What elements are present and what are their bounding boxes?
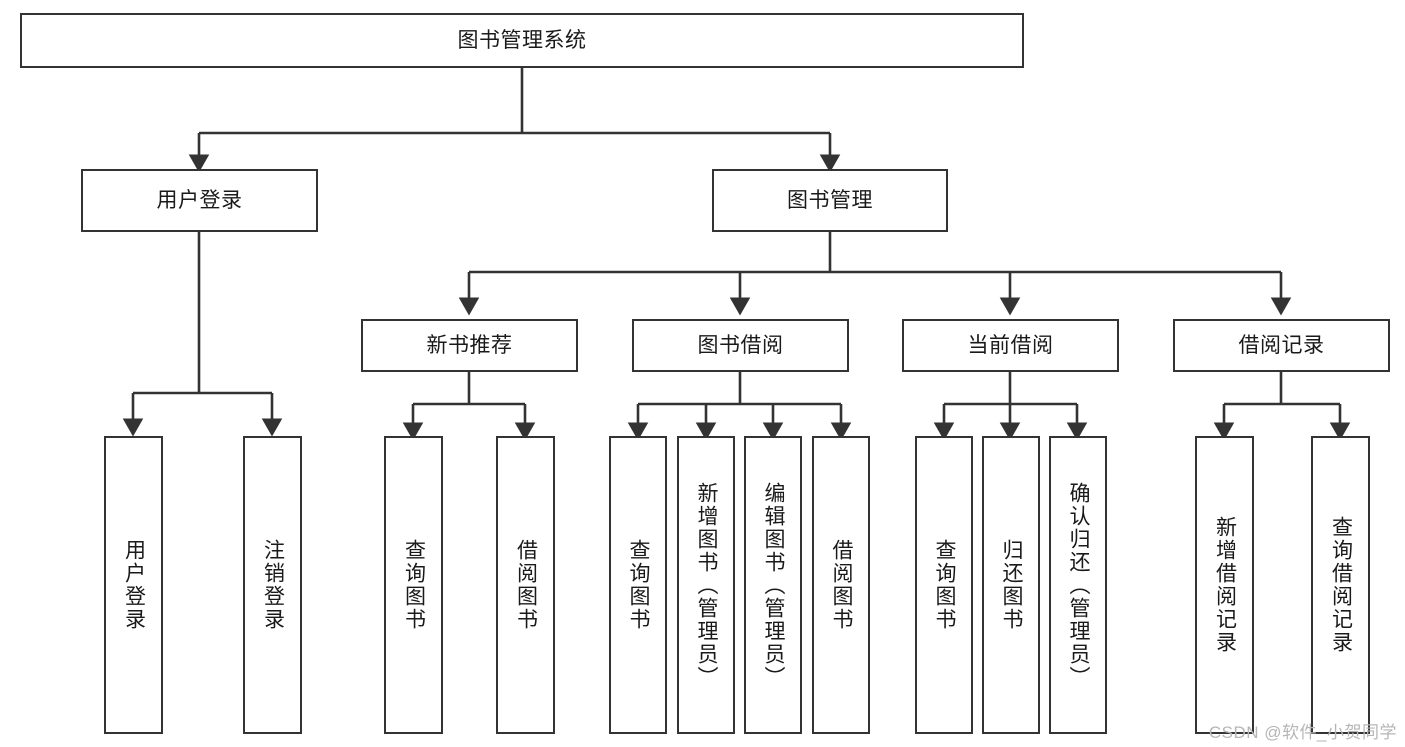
node-book-borrow[interactable]: 图书借阅: [632, 319, 849, 372]
node-label: 新书推荐: [426, 333, 513, 357]
node-label: 借阅图书: [830, 539, 854, 631]
node-leaf-borrow-book-recommend[interactable]: 借阅图书: [496, 436, 555, 734]
node-label: 当前借阅: [967, 333, 1054, 357]
node-leaf-confirm-return-admin[interactable]: 确认归还（管理员）: [1049, 436, 1107, 734]
node-leaf-return-book[interactable]: 归还图书: [982, 436, 1040, 734]
node-label: 注销登录: [261, 539, 285, 631]
node-label: 查询图书: [627, 539, 651, 631]
node-label: 用户登录: [122, 539, 146, 631]
node-label: 确认归还（管理员）: [1067, 481, 1091, 689]
node-leaf-borrow-book[interactable]: 借阅图书: [812, 436, 870, 734]
node-leaf-user-login[interactable]: 用户登录: [104, 436, 163, 734]
node-leaf-add-book-admin[interactable]: 新增图书（管理员）: [677, 436, 735, 734]
node-book-management[interactable]: 图书管理: [712, 169, 948, 232]
node-leaf-query-borrow-record[interactable]: 查询借阅记录: [1311, 436, 1370, 734]
node-label: 借阅图书: [514, 539, 538, 631]
node-label: 新增借阅记录: [1213, 516, 1237, 654]
node-leaf-user-logout[interactable]: 注销登录: [243, 436, 302, 734]
node-label: 借阅记录: [1238, 333, 1325, 357]
node-label: 用户登录: [156, 188, 243, 212]
node-user-login[interactable]: 用户登录: [81, 169, 318, 232]
node-root-book-management-system[interactable]: 图书管理系统: [20, 13, 1024, 68]
node-label: 图书管理: [787, 188, 873, 212]
node-label: 查询图书: [402, 539, 426, 631]
node-label: 查询借阅记录: [1329, 516, 1353, 654]
node-leaf-query-book-current[interactable]: 查询图书: [915, 436, 973, 734]
node-label: 编辑图书（管理员）: [762, 481, 786, 689]
node-leaf-add-borrow-record[interactable]: 新增借阅记录: [1195, 436, 1254, 734]
node-leaf-query-book[interactable]: 查询图书: [609, 436, 667, 734]
node-label: 图书借阅: [697, 333, 784, 357]
watermark-text: CSDN @软件_小贺同学: [1208, 723, 1397, 742]
node-label: 图书管理系统: [457, 28, 587, 52]
node-leaf-edit-book-admin[interactable]: 编辑图书（管理员）: [744, 436, 802, 734]
node-leaf-query-book-recommend[interactable]: 查询图书: [384, 436, 443, 734]
node-new-book-recommend[interactable]: 新书推荐: [361, 319, 578, 372]
node-current-borrow[interactable]: 当前借阅: [902, 319, 1119, 372]
node-label: 查询图书: [933, 539, 957, 631]
node-label: 新增图书（管理员）: [695, 481, 719, 689]
node-label: 归还图书: [1000, 539, 1024, 631]
node-borrow-record[interactable]: 借阅记录: [1173, 319, 1390, 372]
